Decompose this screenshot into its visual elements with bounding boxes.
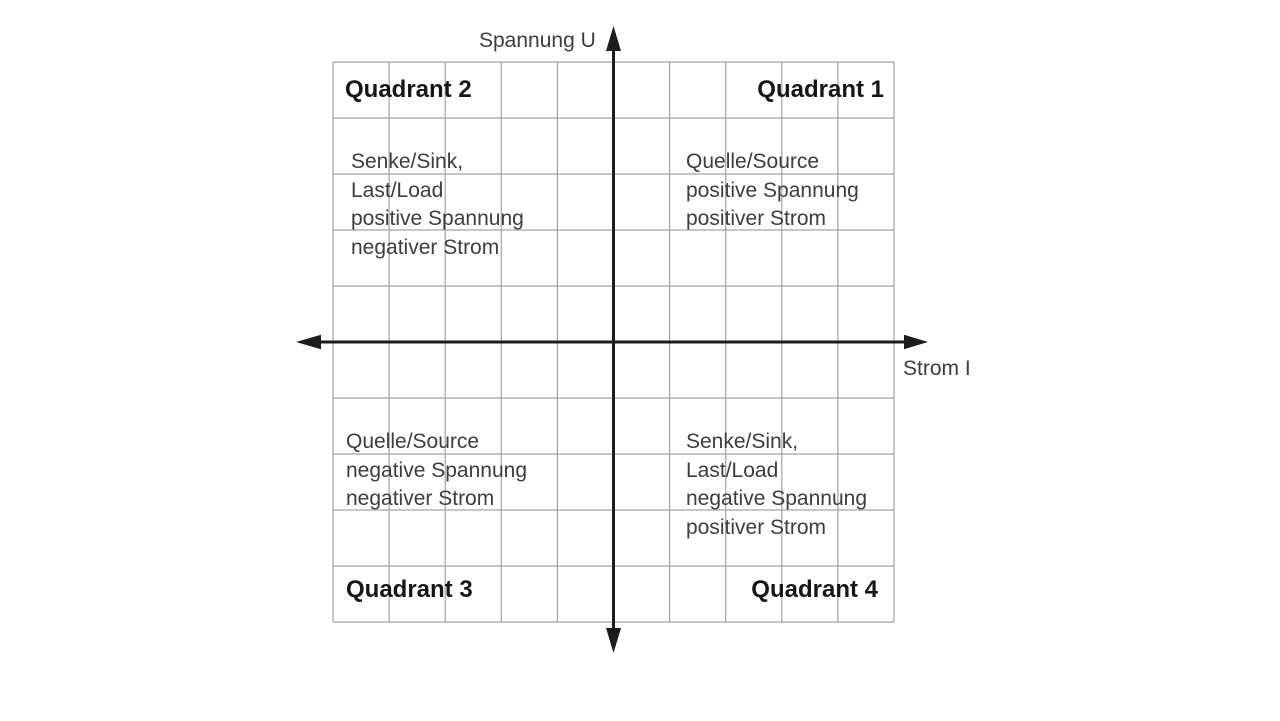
quadrant2-line: Last/Load <box>351 178 444 202</box>
x-axis-arrow-right-icon <box>904 334 928 350</box>
quadrant2-line: negativer Strom <box>351 235 500 259</box>
x-axis-arrow-left-icon <box>296 334 321 350</box>
quadrant2-description: Senke/Sink, Last/Load positive Spannung … <box>351 148 524 262</box>
quadrant1-line: positiver Strom <box>686 207 827 230</box>
y-axis-label: Spannung U <box>479 29 596 52</box>
quadrant1-line: Quelle/Source <box>686 150 820 173</box>
quadrant3-description: Quelle/Source negative Spannung negative… <box>346 428 527 514</box>
quadrant4-line: positiver Strom <box>686 515 827 539</box>
quadrant2-line: Senke/Sink, <box>351 150 464 173</box>
quadrant3-line: negativer Strom <box>346 487 495 510</box>
quadrant1-line: positive Spannung <box>686 178 859 202</box>
y-axis-arrow-up-icon <box>606 26 621 51</box>
quadrant4-title: Quadrant 4 <box>751 576 878 603</box>
quadrant4-line: Senke/Sink, <box>686 430 799 453</box>
quadrant1-title: Quadrant 1 <box>757 76 884 103</box>
quadrant2-line: positive Spannung <box>351 207 524 230</box>
quadrant4-description: Senke/Sink, Last/Load negative Spannung … <box>686 428 867 542</box>
quadrant3-title: Quadrant 3 <box>346 576 473 603</box>
quadrant4-line: negative Spannung <box>686 487 867 510</box>
quadrant3-line: negative Spannung <box>346 458 527 482</box>
x-axis-label: Strom I <box>903 357 971 380</box>
quadrant4-line: Last/Load <box>686 458 779 482</box>
quadrant2-title: Quadrant 2 <box>345 76 472 103</box>
quadrant3-line: Quelle/Source <box>346 430 480 453</box>
y-axis-arrow-down-icon <box>606 628 621 653</box>
quadrant1-description: Quelle/Source positive Spannung positive… <box>686 148 859 234</box>
